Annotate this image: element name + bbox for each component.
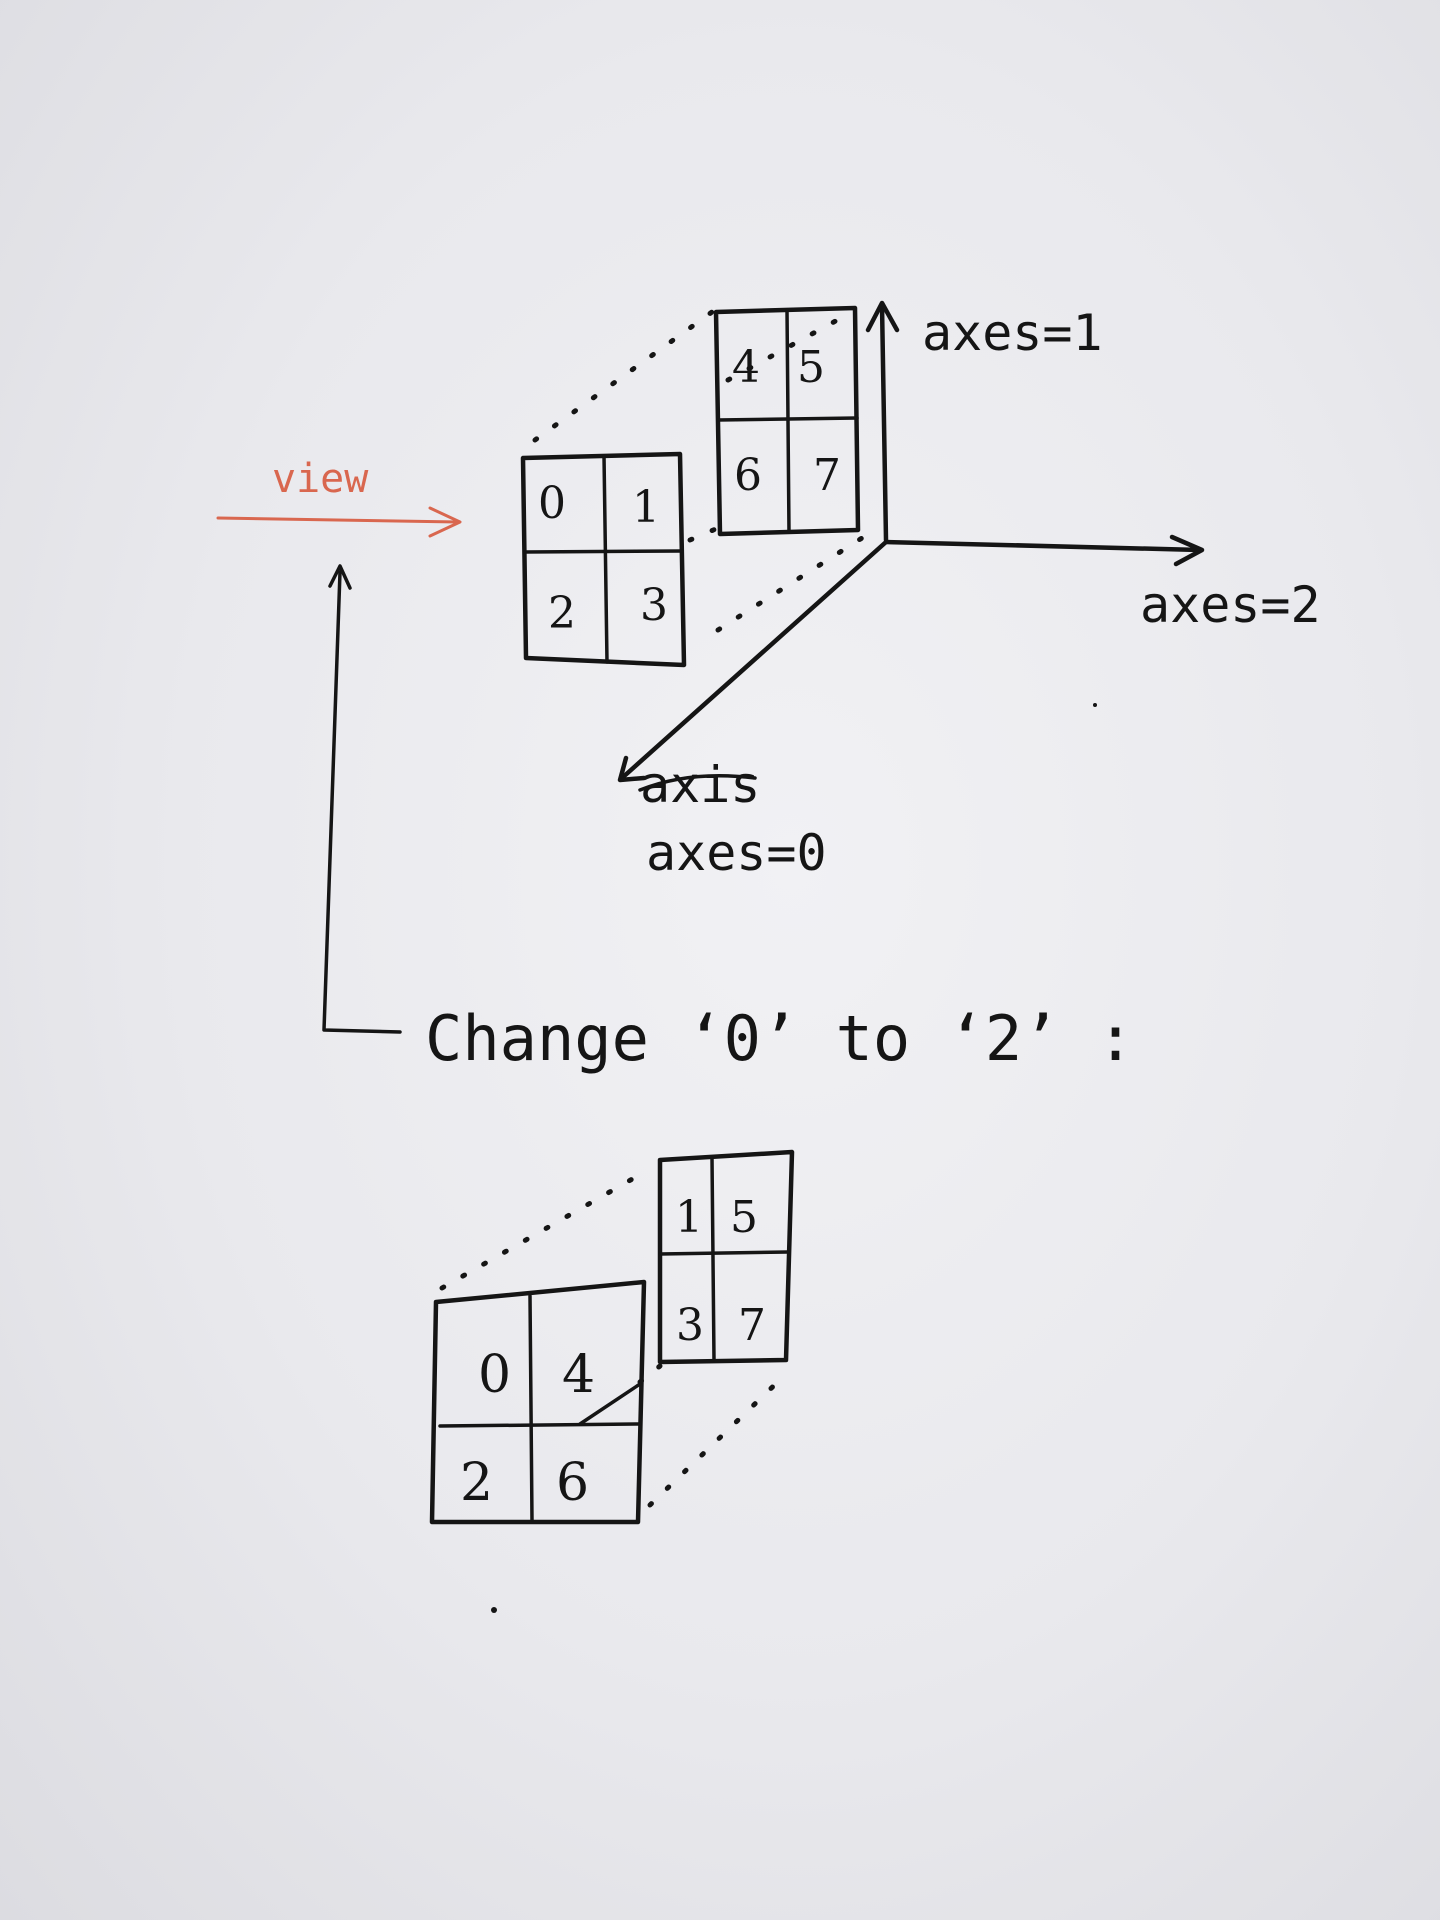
bottom-depth-edge-lower <box>647 1369 791 1508</box>
top-front-cell-2: 2 <box>548 588 576 639</box>
top-front-cell-1: 1 <box>632 482 660 533</box>
bottom-front-cell-0: 0 <box>478 1345 511 1405</box>
bottom-front-face: 0 4 2 6 <box>429 1279 647 1525</box>
axes-group: axes=1 axes=2 axis axes=0 <box>617 300 1321 882</box>
bottom-back-cell-1: 1 <box>675 1192 703 1243</box>
change-connector: Change ‘0’ to ‘2’ : <box>322 564 1134 1075</box>
axis-0-strikethrough <box>638 773 757 792</box>
top-back-face: 4 5 6 7 <box>713 305 861 537</box>
view-label: view <box>272 456 369 502</box>
top-back-cell-7: 7 <box>813 450 841 501</box>
connector-arrowhead-icon <box>328 564 352 590</box>
bottom-cube: 1 5 3 7 0 4 2 6 <box>429 1149 795 1525</box>
connector-line <box>322 570 402 1034</box>
axis-2-arrowhead-icon <box>1169 534 1205 567</box>
bottom-back-face: 1 5 3 7 <box>657 1149 795 1365</box>
bottom-back-cell-3: 3 <box>676 1300 704 1351</box>
bottom-front-cell-2: 2 <box>460 1453 493 1513</box>
axis-0-arrowhead-icon <box>617 755 647 783</box>
view-arrowhead-icon <box>428 506 462 538</box>
bottom-front-face-hline <box>438 1422 642 1428</box>
top-back-cell-6: 6 <box>734 450 762 501</box>
bottom-front-cell-6: 6 <box>556 1453 589 1513</box>
axis-0-label: axes=0 <box>646 824 827 882</box>
top-back-face-outline <box>713 305 861 537</box>
top-cube: 4 5 6 7 0 1 2 3 <box>520 305 865 668</box>
bottom-front-face-outline <box>429 1279 647 1525</box>
top-front-face-vline <box>602 454 609 664</box>
top-back-face-vline <box>785 308 791 534</box>
axis-0-line <box>619 539 889 781</box>
axis-2-label: axes=2 <box>1140 576 1321 634</box>
ink-speck <box>491 1607 497 1613</box>
bottom-front-cell-4: 4 <box>562 1345 595 1405</box>
top-front-cell-0: 0 <box>538 478 566 529</box>
top-depth-edge-upper-left <box>532 309 715 443</box>
top-depth-edge-upper-right <box>725 309 855 383</box>
bottom-back-cell-5: 5 <box>730 1192 758 1243</box>
top-back-cell-4: 4 <box>732 342 760 393</box>
top-front-cell-3: 3 <box>640 580 668 631</box>
bottom-front-face-slash <box>578 1382 642 1426</box>
axis-1-arrowhead-icon <box>865 300 900 333</box>
bottom-front-face-vline <box>528 1294 534 1522</box>
view-arrow-line <box>216 516 460 524</box>
top-front-face-outline <box>520 451 687 668</box>
bottom-back-face-outline <box>657 1149 795 1365</box>
top-back-cell-5: 5 <box>797 342 825 393</box>
bottom-back-cell-7: 7 <box>738 1300 766 1351</box>
bottom-back-face-hline <box>658 1250 790 1256</box>
axis-1-line <box>879 302 889 543</box>
view-indicator: view <box>216 456 462 538</box>
bottom-depth-edge-upper <box>439 1167 651 1291</box>
top-depth-edge-lower <box>715 535 865 633</box>
axis-1-label: axes=1 <box>922 304 1103 362</box>
axis-2-line <box>883 539 1203 553</box>
ink-speck <box>1093 703 1097 707</box>
top-front-face-hline <box>523 549 684 554</box>
top-front-face: 0 1 2 3 <box>520 451 687 668</box>
change-caption: Change ‘0’ to ‘2’ : <box>425 1002 1134 1075</box>
top-depth-edge-middle <box>687 525 721 543</box>
bottom-back-face-vline <box>710 1156 716 1362</box>
